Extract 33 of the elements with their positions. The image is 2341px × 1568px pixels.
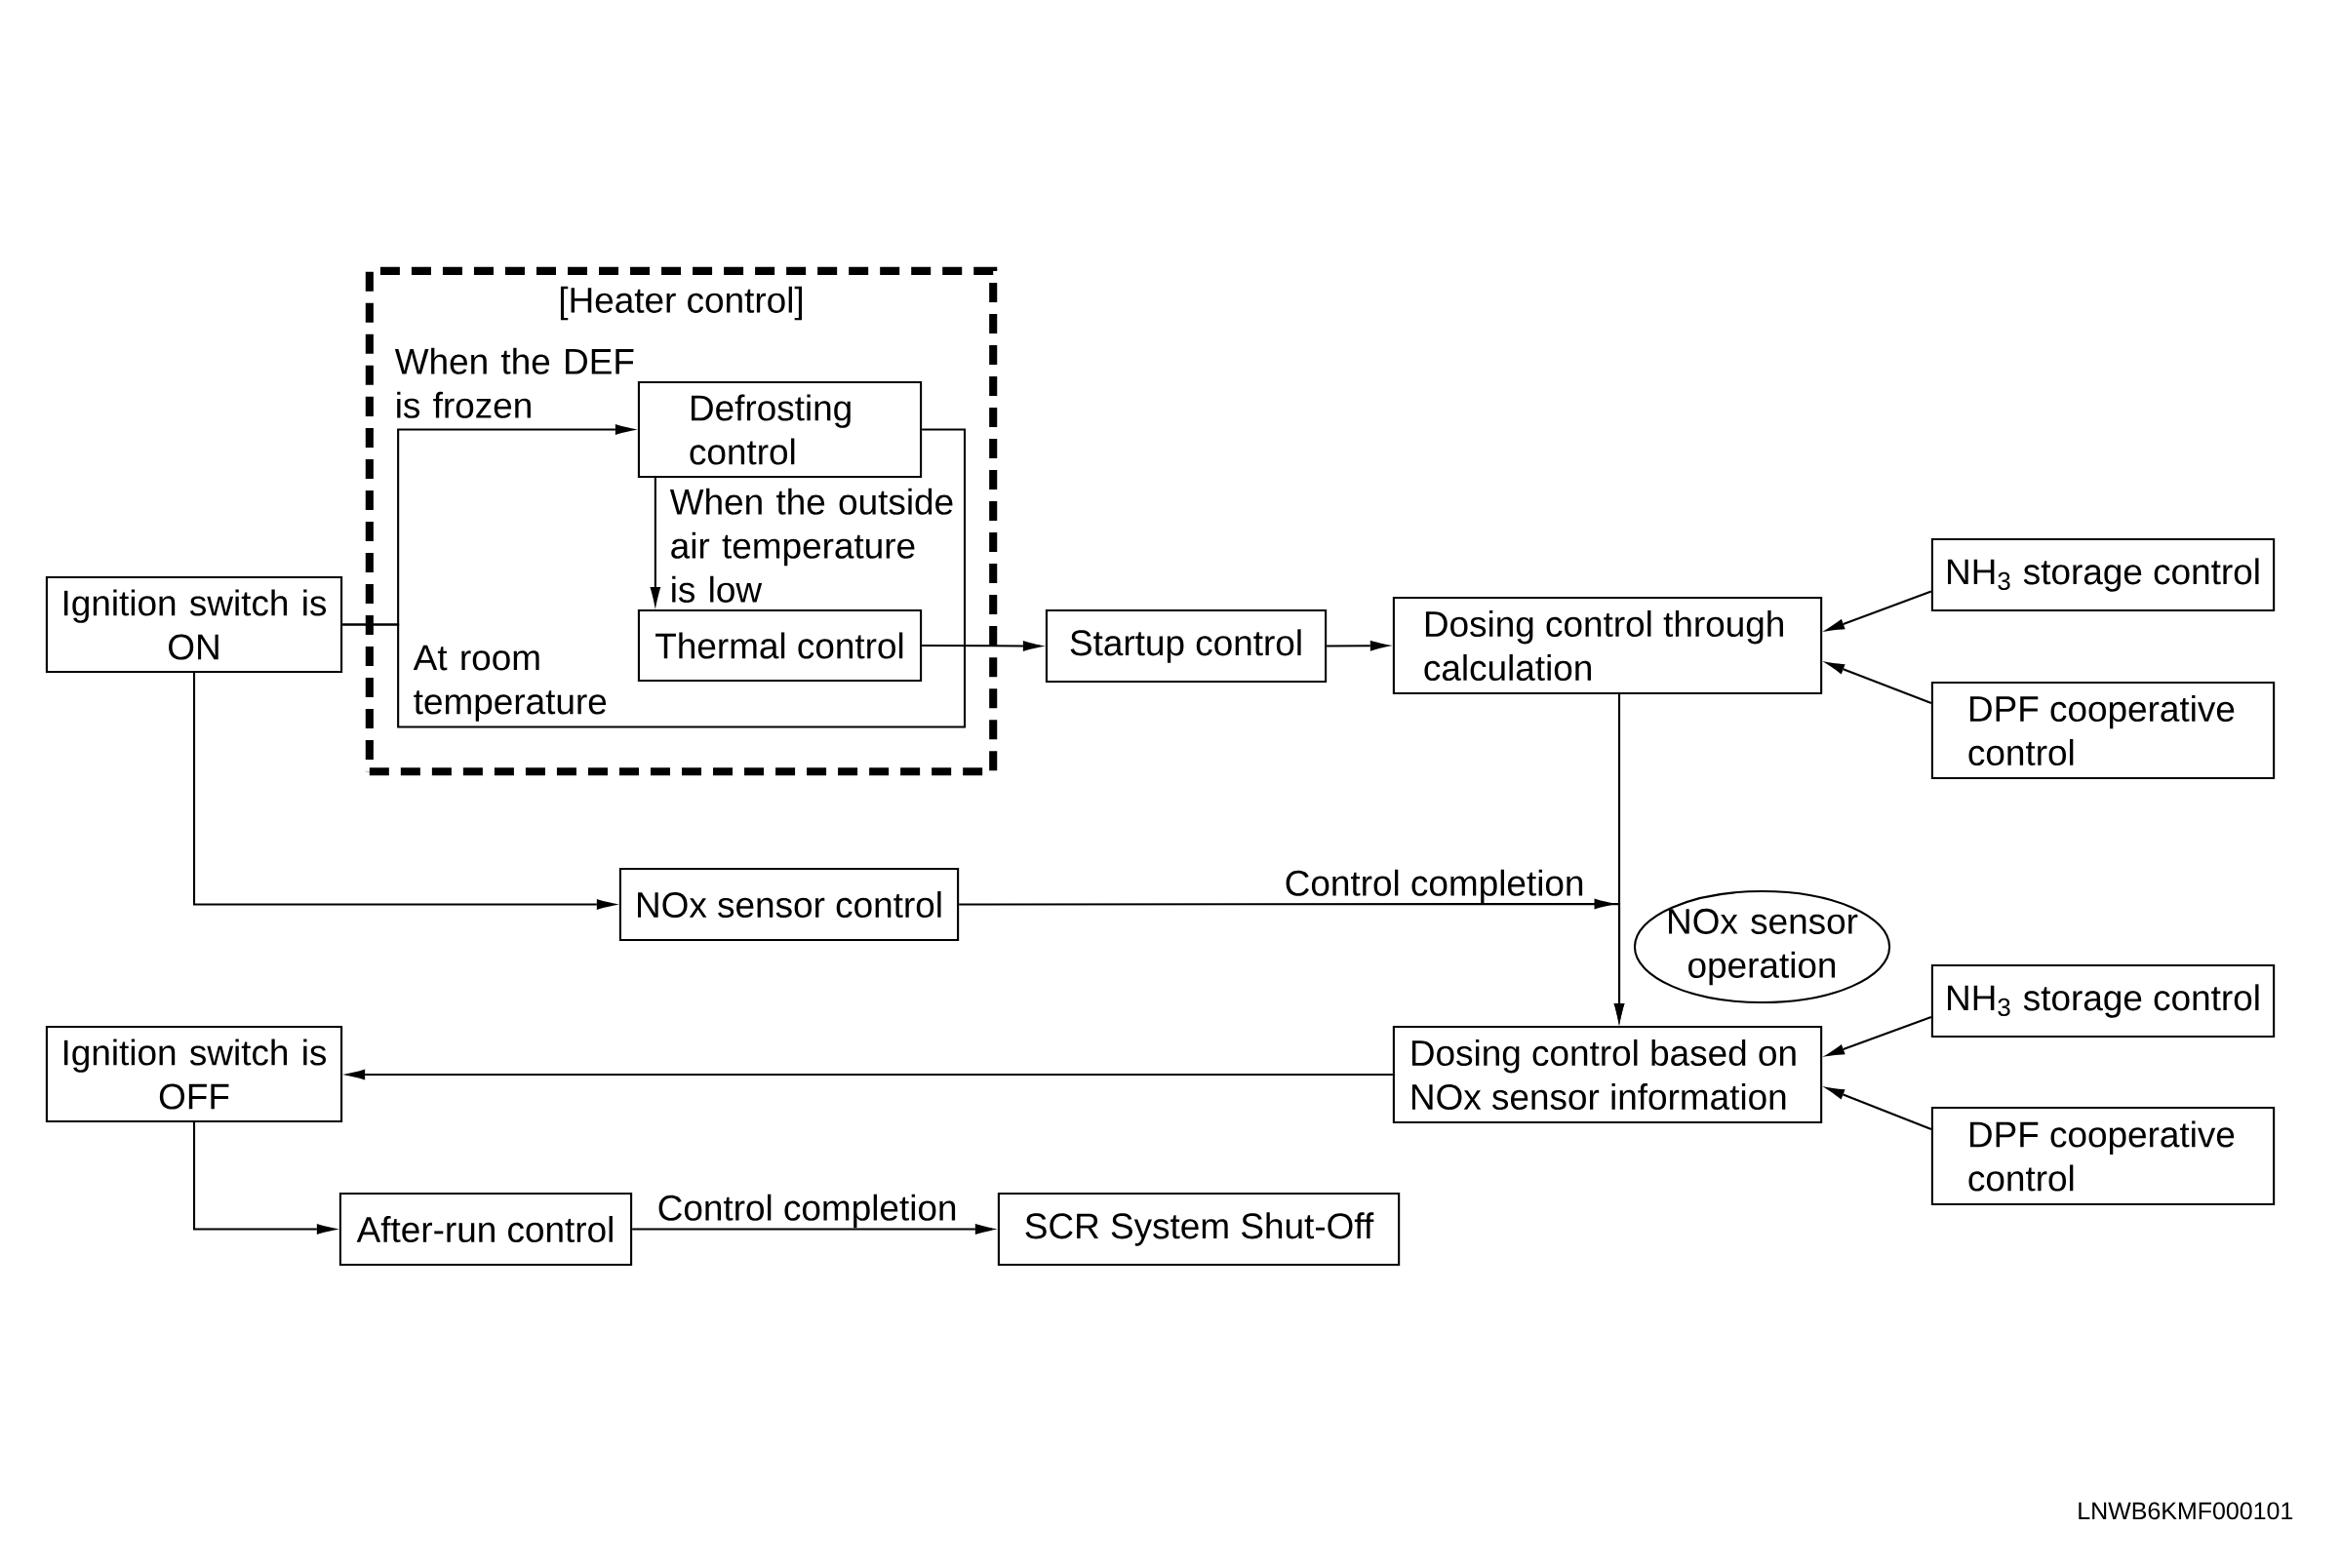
process-box: Ignition switch is ON <box>45 575 343 674</box>
arrow <box>1822 590 1932 632</box>
process-box: Thermal control <box>637 608 923 683</box>
edge-label: When the DEF is frozen <box>394 347 634 418</box>
process-box: Dosing control based on NOx sensor information <box>1392 1025 1823 1124</box>
process-box: NH$_{3}$ storage control <box>1930 537 2276 612</box>
edge-label: When the outside air temperature is low <box>669 488 953 603</box>
process-box: SCR System Shut-Off <box>997 1192 1401 1267</box>
arrow <box>959 898 1625 1026</box>
process-box: DPF cooperative control <box>1930 681 2276 780</box>
arrow <box>922 640 1046 651</box>
arrow <box>1822 1016 1932 1057</box>
arrow <box>632 1224 998 1235</box>
process-box: Ignition switch is OFF <box>45 1025 343 1123</box>
arrow <box>342 1069 1393 1080</box>
process-box: DPF cooperative control <box>1930 1106 2276 1206</box>
arrow <box>1822 661 1932 704</box>
process-box: NH$_{3}$ storage control <box>1930 963 2276 1039</box>
process-box: Defrosting control <box>637 380 923 479</box>
arrow <box>650 478 661 609</box>
process-box: NOx sensor control <box>618 867 960 942</box>
oval-box: NOx sensor operation <box>1633 889 1891 1004</box>
process-box: Startup control <box>1045 608 1328 684</box>
figure-id: LNWB6KMF000101 <box>2079 1502 2293 1520</box>
arrow <box>192 673 619 911</box>
arrow <box>1822 1086 1932 1130</box>
edge-label: Control completion <box>658 1194 956 1229</box>
arrow <box>192 1122 339 1235</box>
edge-label: Control completion <box>1286 869 1583 904</box>
process-box: Dosing control through calculation <box>1392 596 1823 695</box>
process-box: After-run control <box>338 1192 633 1267</box>
arrow <box>1327 640 1393 651</box>
edge-label: At room temperature <box>413 645 607 722</box>
